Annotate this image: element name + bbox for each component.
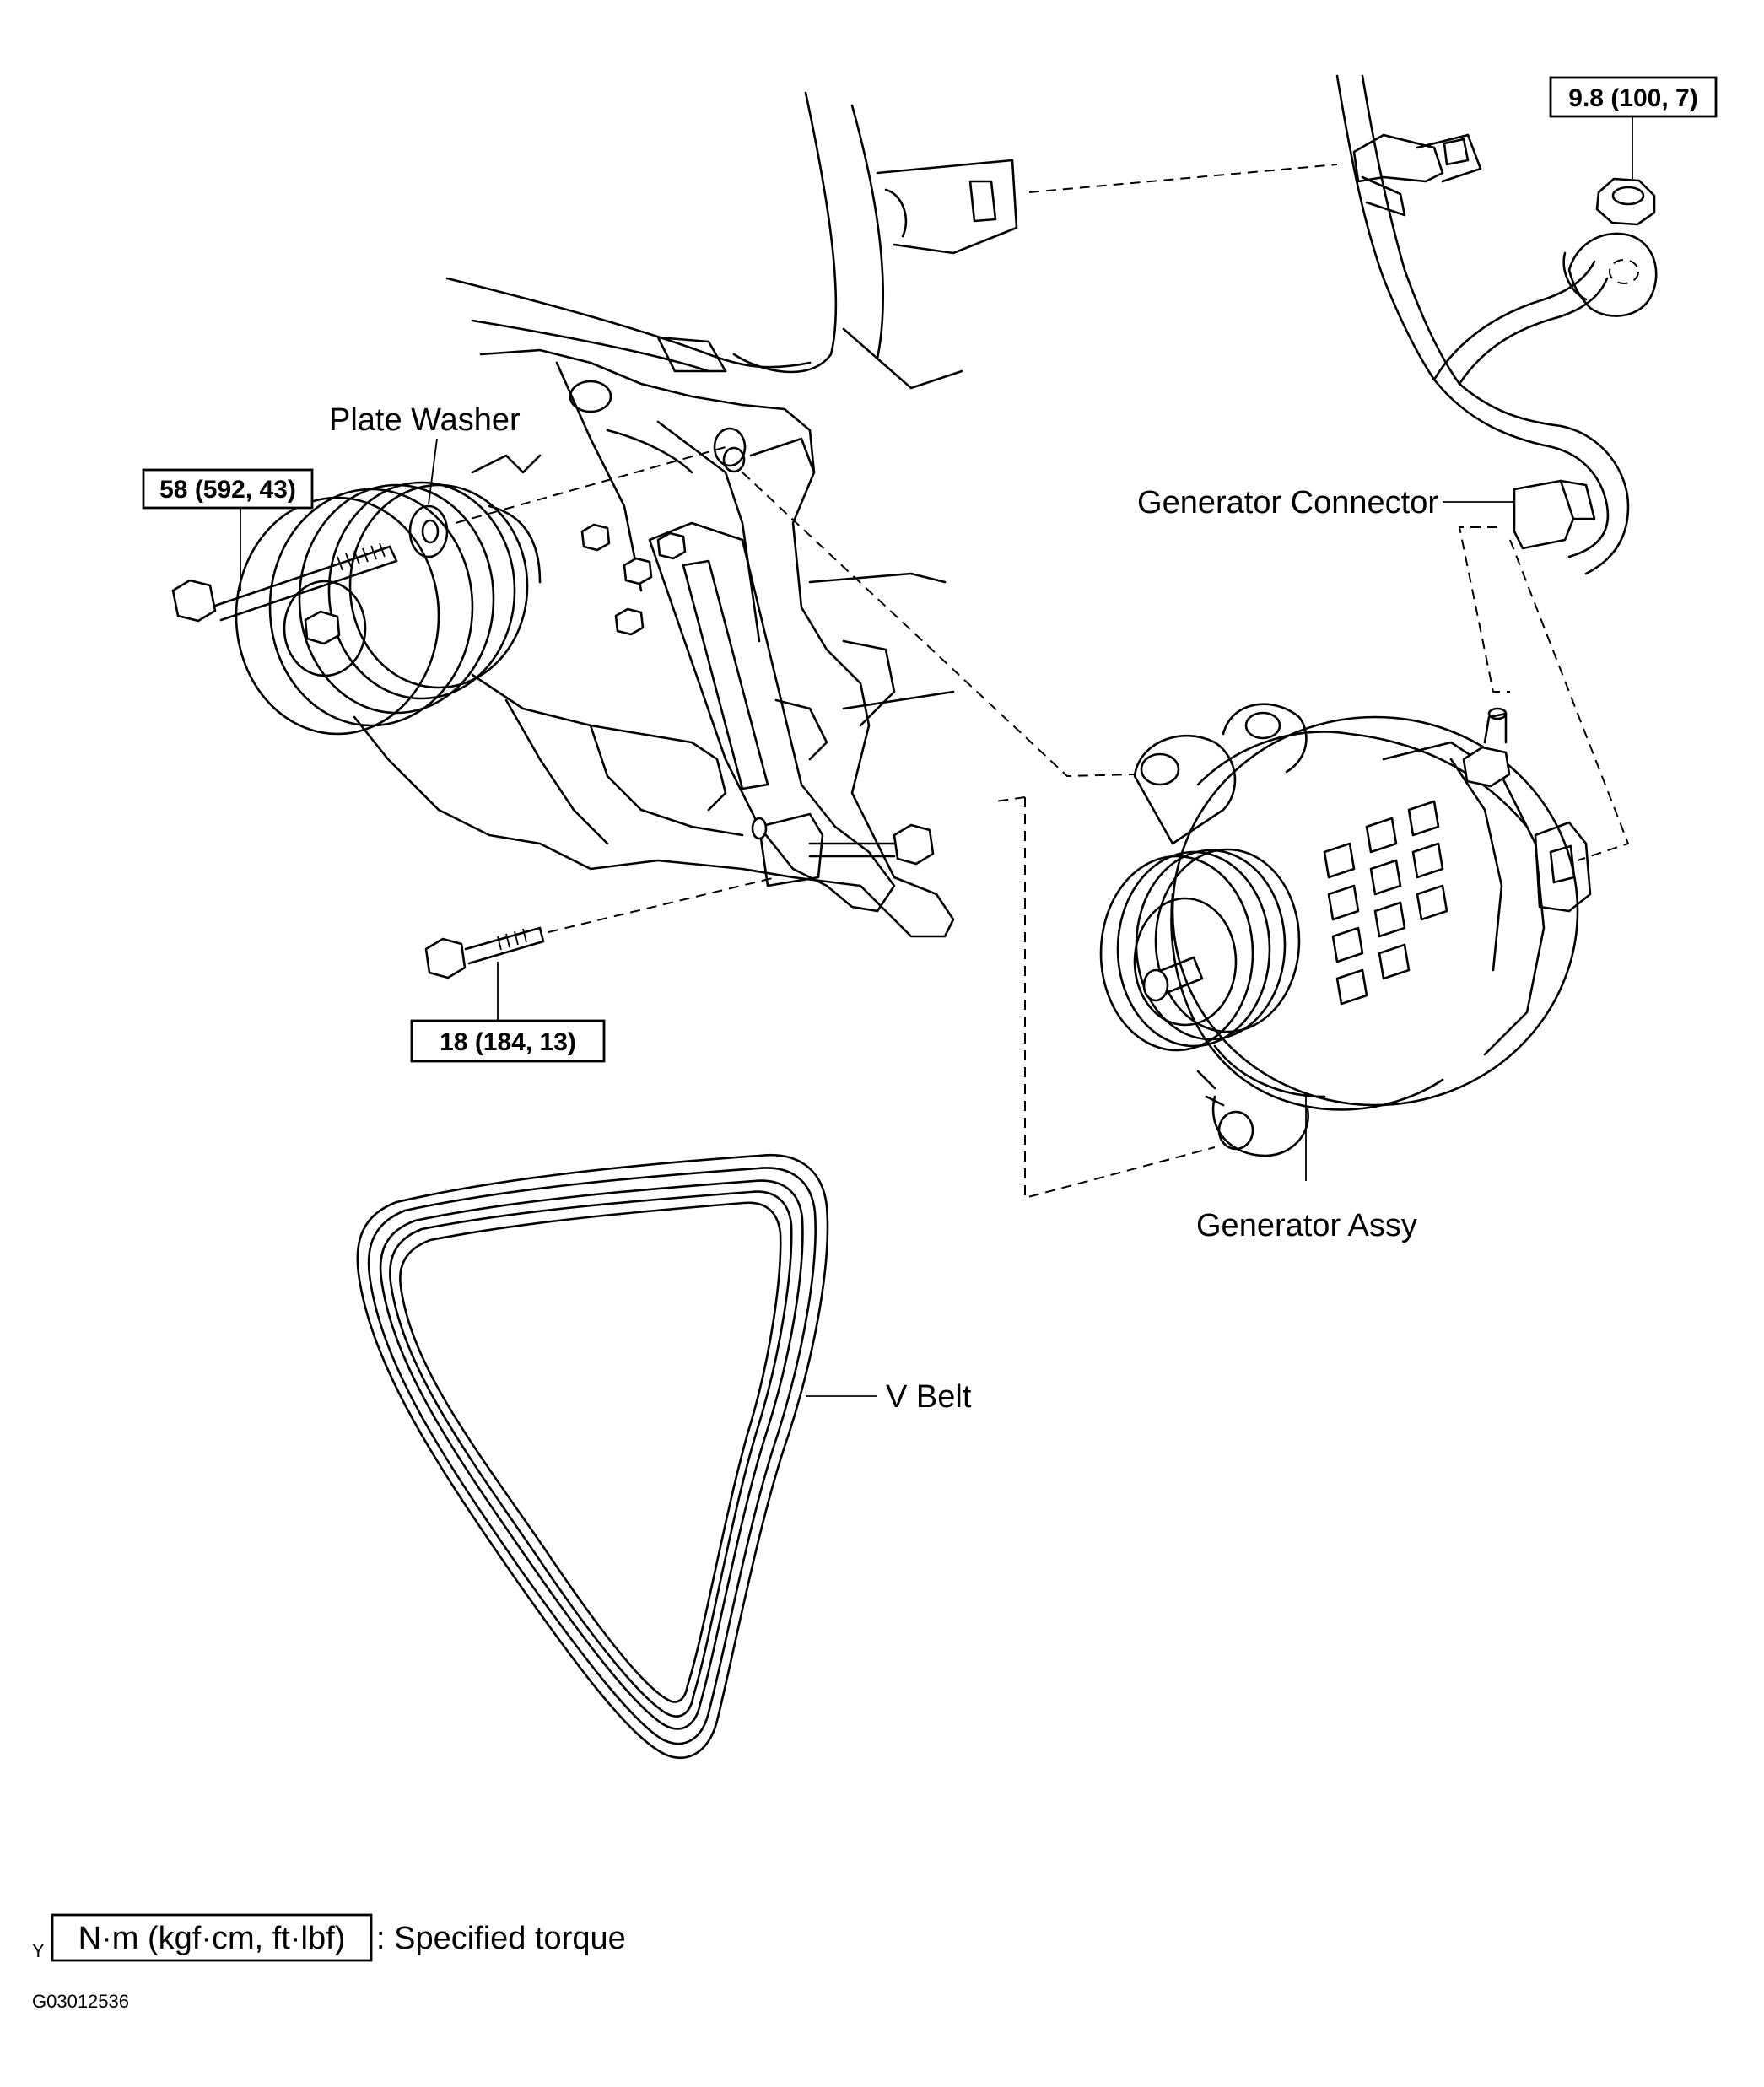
legend-description: : Specified torque [376,1921,626,1956]
plate-washer-label: Plate Washer [329,402,521,438]
torque-box-adjusting-bolt: 18 (184, 13) [410,1019,606,1063]
assembly-guide-lines [742,164,1630,1200]
generator-connector-label: Generator Connector [1137,485,1438,520]
torque-legend: Y N·m (kgf·cm, ft·lbf) : Specified torqu… [32,1913,626,1962]
pivot-bolt-axis-dashed [455,446,726,524]
legend-unit-box-text: N·m (kgf·cm, ft·lbf) [78,1921,346,1956]
v-belt-label: V Belt [886,1379,972,1415]
legend-marker: Y [32,1940,45,1961]
v-belt-drawing [356,1153,829,1760]
adjusting-bolt-axis-dashed [548,876,777,933]
pivot-bolt [171,542,398,623]
torque-value-adjusting-bolt: 18 (184, 13) [440,1028,576,1056]
torque-box-terminal-nut: 9.8 (100, 7) [1549,76,1718,118]
torque-value-terminal-nut: 9.8 (100, 7) [1568,84,1697,112]
adjusting-bolt [424,926,545,979]
plate-washer [408,504,449,558]
wire-harness [1335,74,1658,575]
plate-washer-leader [428,438,438,505]
adjusting-bolt-installed [751,812,935,887]
torque-value-pivot-bolt: 58 (592, 43) [159,476,296,504]
torque-box-pivot-bolt: 58 (592, 43) [142,468,314,510]
terminal-nut [1595,177,1656,226]
figure-code: G03012536 [32,1991,129,2012]
generator-assy-label: Generator Assy [1196,1208,1417,1243]
engine-block-drawing [235,91,1018,938]
generator-assy-drawing [1099,703,1592,1157]
